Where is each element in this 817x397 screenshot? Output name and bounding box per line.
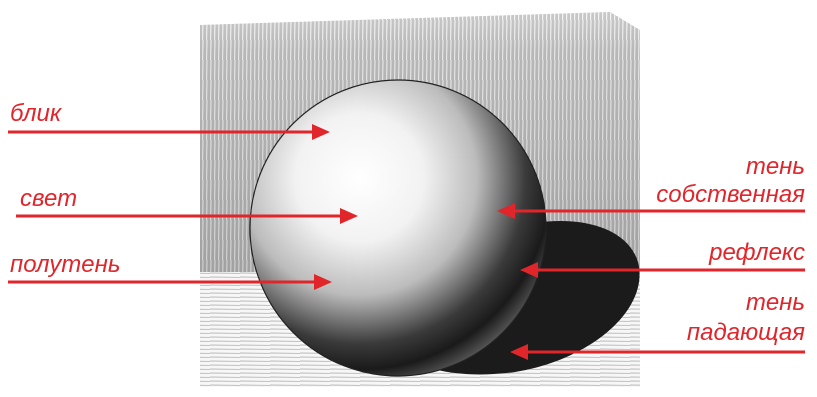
label-cast-shadow-line1: тень <box>746 290 805 316</box>
label-cast-shadow-line2: падающая <box>687 320 805 346</box>
label-own-shadow-line2: собственная <box>656 182 805 208</box>
label-reflex: рефлекс <box>709 240 805 266</box>
label-highlight: блик <box>10 101 61 127</box>
label-halftone: полутень <box>10 252 120 278</box>
label-own-shadow-line1: тень <box>746 154 805 180</box>
sphere <box>250 80 546 376</box>
label-light: свет <box>20 186 77 212</box>
